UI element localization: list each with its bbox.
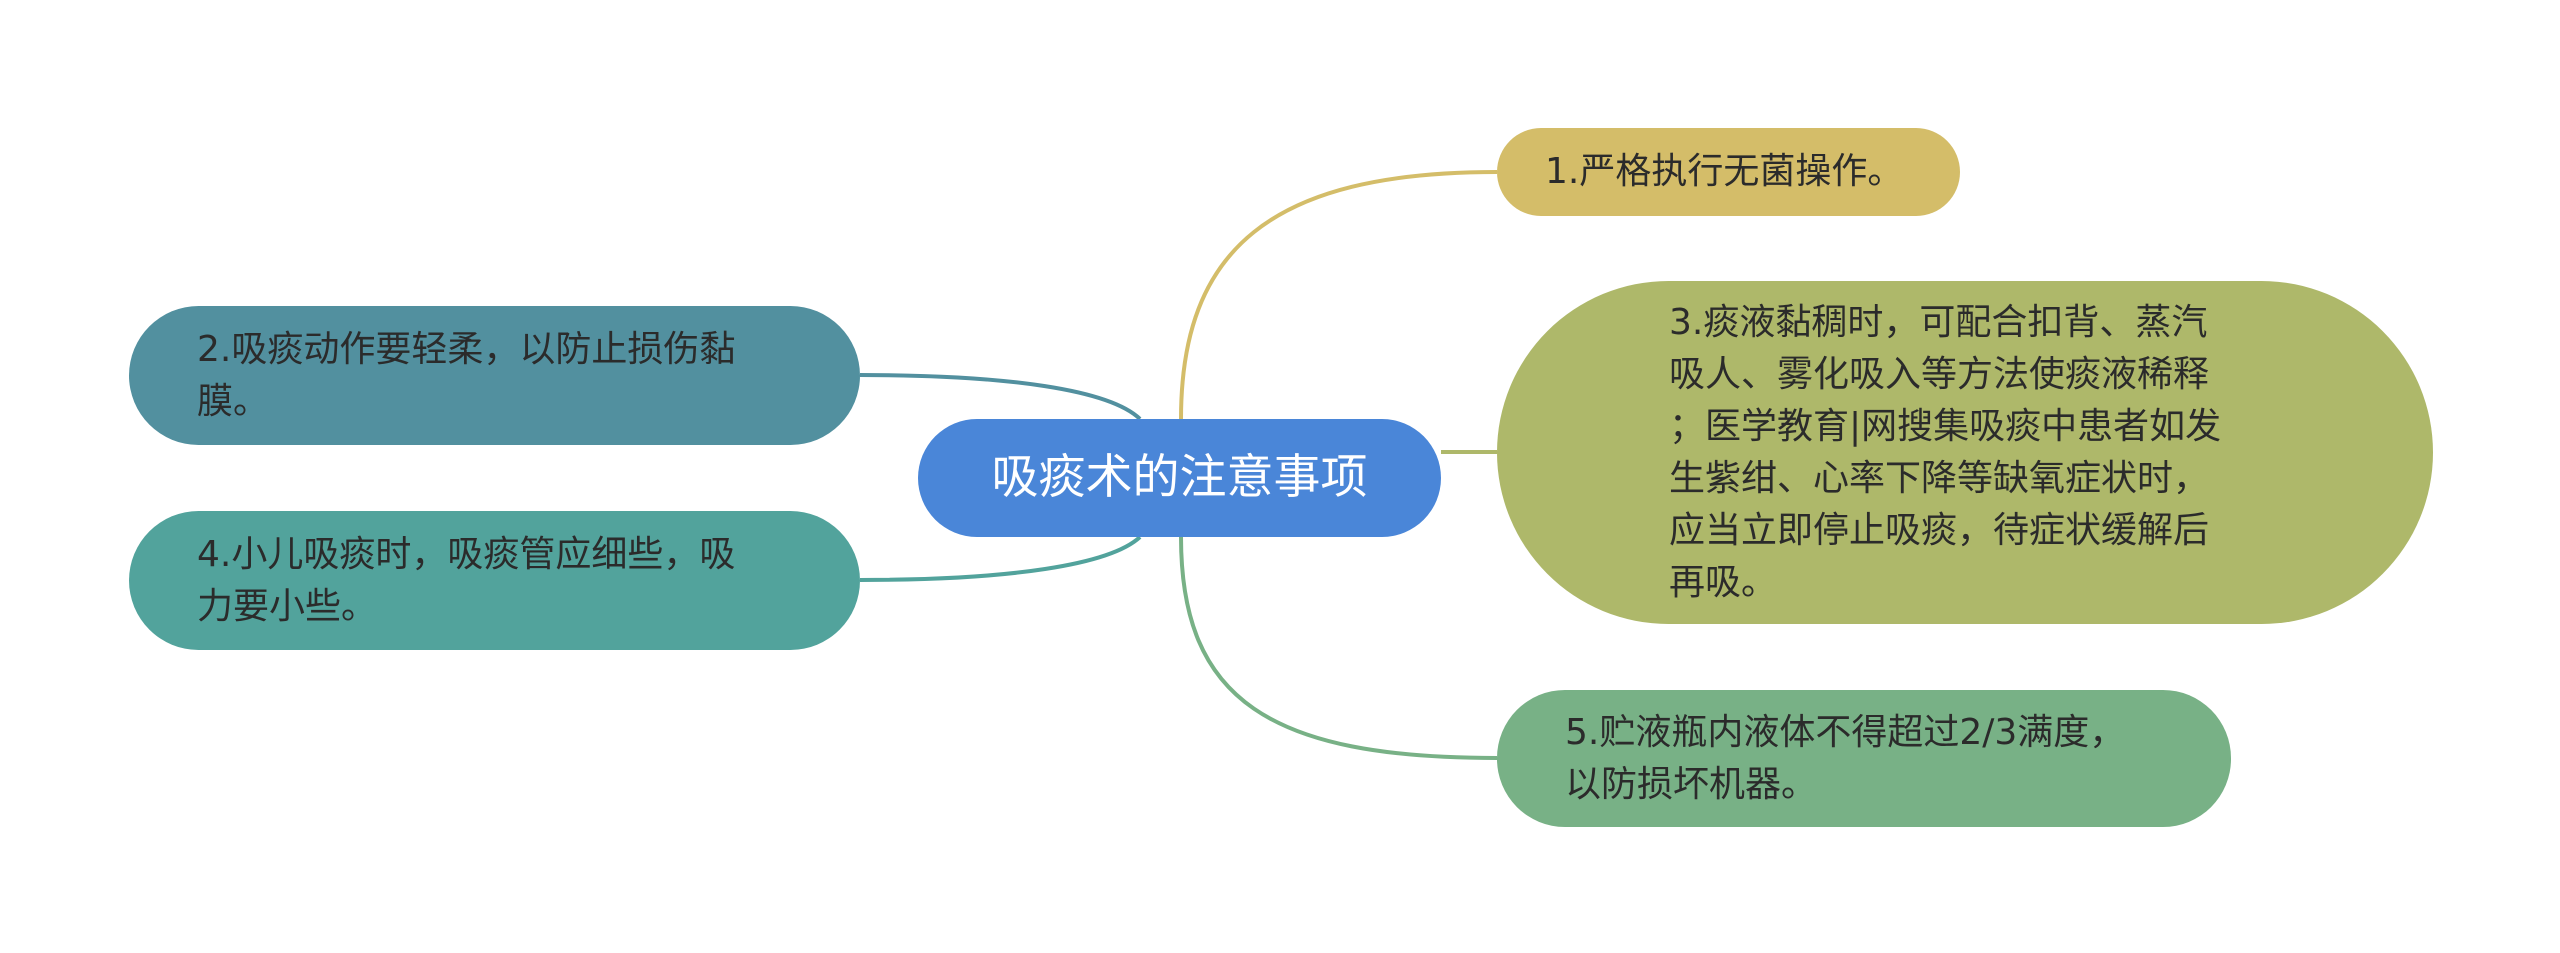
branch-node-1-label: 1.严格执行无菌操作。 <box>1545 151 1904 192</box>
central-topic-label: 吸痰术的注意事项 <box>991 450 1368 505</box>
central-topic[interactable]: 吸痰术的注意事项 <box>918 419 1441 537</box>
branch-node-3-label: 3.痰液黏稠时，可配合扣背、蒸汽 吸人、雾化吸入等方法使痰液稀释 ；医学教育|网… <box>1669 301 2222 603</box>
branch-node-2[interactable]: 2.吸痰动作要轻柔，以防止损伤黏 膜。 <box>129 306 860 445</box>
connector-line-1 <box>1179 170 1498 420</box>
branch-node-4[interactable]: 4.小儿吸痰时，吸痰管应细些，吸 力要小些。 <box>129 511 860 650</box>
connector-line-4 <box>859 535 1142 582</box>
branch-node-5-label: 5.贮液瓶内液体不得超过2/3满度， 以防损坏机器。 <box>1565 711 2126 805</box>
branch-node-3[interactable]: 3.痰液黏稠时，可配合扣背、蒸汽 吸人、雾化吸入等方法使痰液稀释 ；医学教育|网… <box>1497 281 2433 624</box>
connector-line-2 <box>859 373 1142 421</box>
branch-node-1[interactable]: 1.严格执行无菌操作。 <box>1497 128 1960 216</box>
connector-line-5 <box>1179 536 1498 760</box>
branch-node-5[interactable]: 5.贮液瓶内液体不得超过2/3满度， 以防损坏机器。 <box>1497 690 2231 827</box>
branch-node-2-label: 2.吸痰动作要轻柔，以防止损伤黏 膜。 <box>197 328 736 422</box>
branch-node-4-label: 4.小儿吸痰时，吸痰管应细些，吸 力要小些。 <box>197 533 736 627</box>
